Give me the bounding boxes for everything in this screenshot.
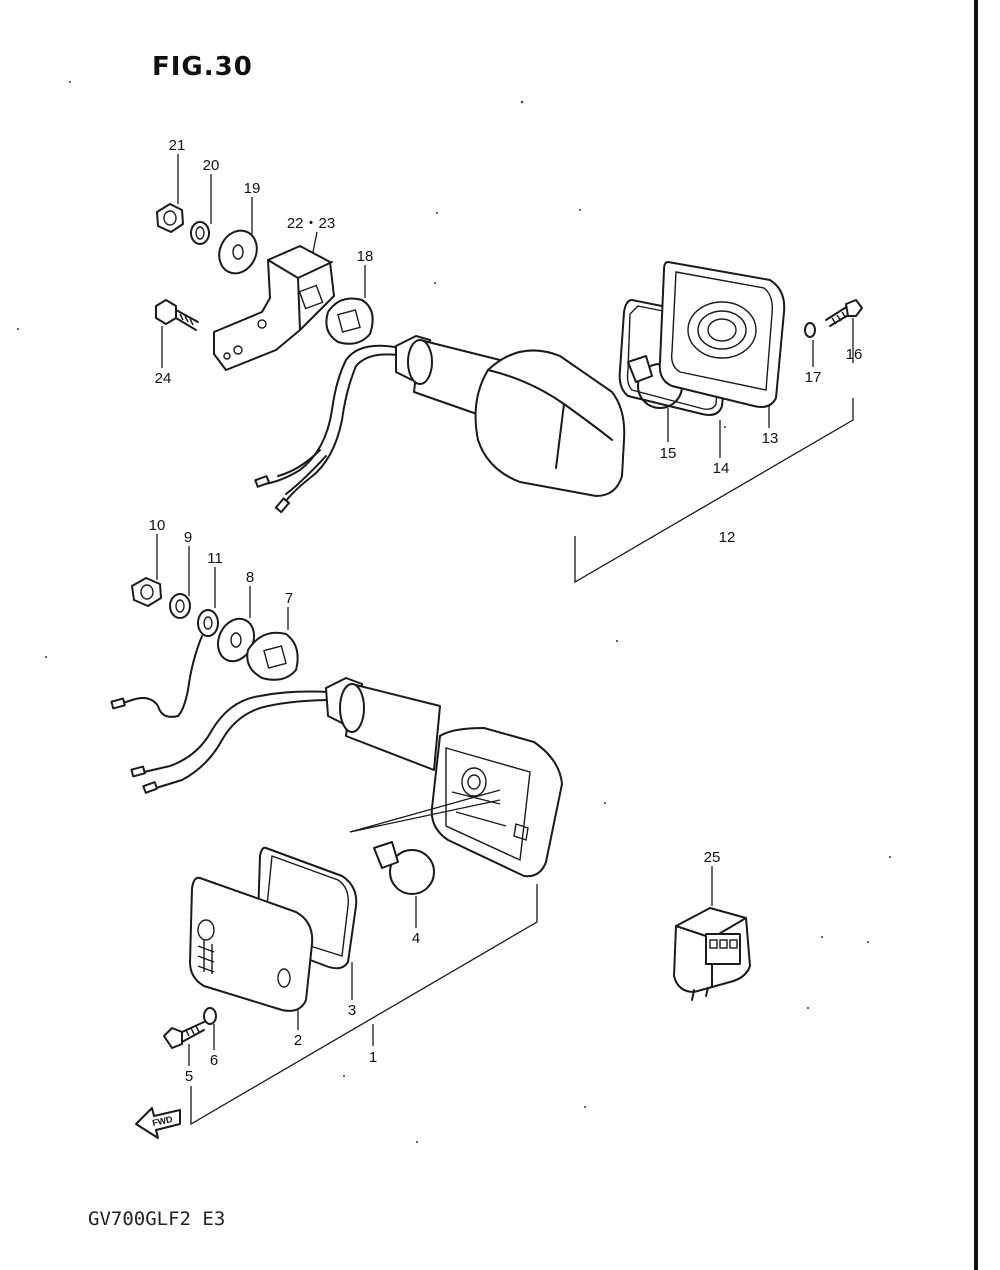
callout-13: 13 [762, 430, 779, 447]
part-24-bolt [155, 299, 199, 331]
callout-1: 1 [369, 1049, 377, 1066]
model-code: GV700GLF2 E3 [88, 1208, 226, 1230]
callout-7: 7 [285, 590, 293, 607]
part-19-washer [218, 229, 258, 275]
part-2-lens [189, 876, 314, 1012]
callout-25: 25 [704, 849, 721, 866]
part-16-screw [825, 299, 863, 327]
callout-17: 17 [805, 369, 822, 386]
callout-8: 8 [246, 569, 254, 586]
part-22-23-bracket [213, 245, 335, 371]
lower-leader-lines [156, 534, 713, 1126]
upper-turn-signal-housing [395, 335, 626, 497]
upper-wiring [254, 344, 405, 514]
callout-11: 11 [207, 550, 223, 567]
callout-12: 12 [719, 529, 736, 546]
part-9-lock-washer [169, 593, 191, 619]
callout-10: 10 [149, 517, 166, 534]
part-11-ground-terminal [110, 609, 219, 718]
callout-9: 9 [184, 529, 192, 546]
callout-6: 6 [210, 1052, 218, 1069]
callout-4: 4 [412, 930, 420, 947]
part-5-screw [163, 1021, 205, 1049]
part-13-lens [658, 261, 786, 408]
callout-2: 2 [294, 1032, 302, 1049]
callout-24: 24 [155, 370, 172, 387]
callout-21: 21 [169, 137, 186, 154]
part-10-nut [131, 577, 162, 607]
part-7-grommet [246, 631, 299, 681]
callout-labels: 21 20 19 22・23 18 24 15 14 13 17 16 12 1… [149, 137, 863, 1085]
part-21-nut [156, 203, 184, 233]
callout-22-23: 22・23 [287, 215, 335, 232]
upper-leader-lines [161, 154, 854, 584]
callout-19: 19 [244, 180, 261, 197]
callout-3: 3 [348, 1002, 356, 1019]
fwd-label: FWD [151, 1114, 174, 1128]
part-25-relay [673, 907, 751, 1001]
callout-20: 20 [203, 157, 220, 174]
lower-turn-signal-housing [325, 677, 563, 878]
scan-specks [17, 81, 891, 1143]
part-17-washer [804, 322, 816, 338]
part-4-bulb [349, 789, 501, 895]
callout-15: 15 [660, 445, 677, 462]
lower-wiring [130, 690, 335, 794]
part-6-washer [203, 1007, 217, 1025]
callout-5: 5 [185, 1068, 193, 1085]
figure-title: FIG.30 [152, 52, 253, 82]
part-18-grommet [325, 297, 374, 345]
callout-14: 14 [713, 460, 730, 477]
forward-arrow-icon: FWD [135, 1107, 181, 1139]
callout-18: 18 [357, 248, 374, 265]
page-edge-rule [974, 0, 978, 1270]
callout-16: 16 [846, 346, 863, 363]
part-20-lock-washer [190, 221, 210, 245]
